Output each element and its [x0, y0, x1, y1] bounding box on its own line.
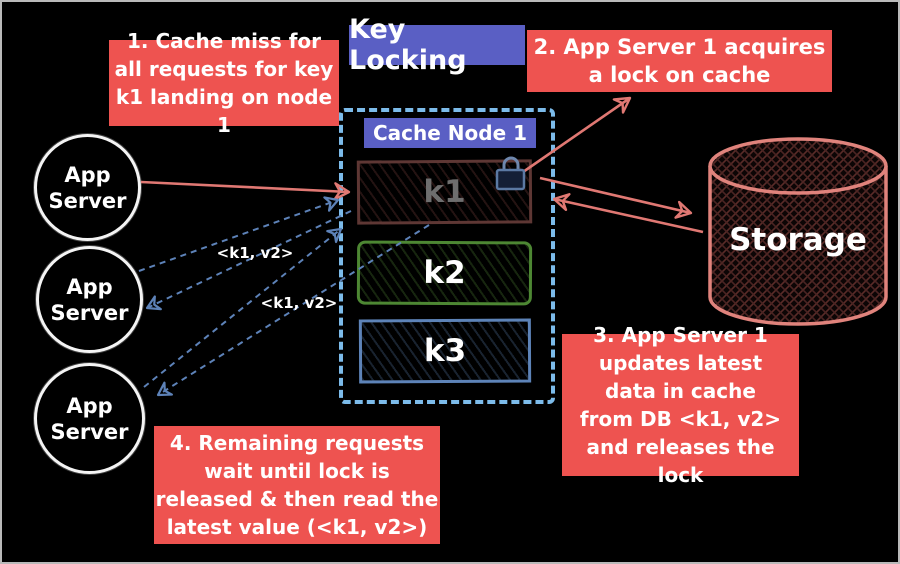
storage-label: Storage: [729, 222, 867, 258]
arrow-cache-to-storage: [539, 176, 693, 219]
note-step-3: 3. App Server 1 updates latest data in c…: [562, 323, 799, 487]
note-step-1: 1. Cache miss for all requests for key k…: [109, 29, 339, 137]
app-server-3: App Server: [34, 363, 145, 474]
app-server-1: App Server: [34, 134, 141, 241]
arrow-label-k1v2-lower: <k1, v2>: [261, 294, 338, 312]
arrow-server3-to-cache: [143, 227, 343, 388]
arrow-storage-to-cache: [552, 193, 704, 234]
cache-key-k2: k2: [356, 240, 533, 306]
page-title: Key Locking: [349, 14, 525, 76]
arrow-server2-to-cache: [138, 196, 340, 272]
app-server-2: App Server: [36, 246, 143, 353]
arrow-cache-to-server2: [145, 210, 352, 311]
cache-key-k2-label: k2: [423, 254, 466, 292]
cache-node-label-text: Cache Node 1: [373, 121, 528, 145]
arrow-server1-to-cache: [140, 180, 351, 201]
page-title-text: Key Locking: [349, 14, 467, 76]
cache-key-k1-label: k1: [423, 173, 466, 211]
cache-key-k3: k3: [358, 318, 532, 384]
storage-cylinder: Storage: [708, 137, 888, 326]
cache-key-k3-label: k3: [423, 332, 467, 370]
note-step-2: 2. App Server 1 acquires a lock on cache: [527, 30, 832, 92]
arrow-label-k1v2-upper: <k1, v2>: [217, 244, 294, 262]
note-step-4: 4. Remaining requests wait until lock is…: [154, 426, 440, 544]
cache-node-label: Cache Node 1: [364, 118, 537, 148]
cache-key-k1: k1: [356, 159, 533, 225]
